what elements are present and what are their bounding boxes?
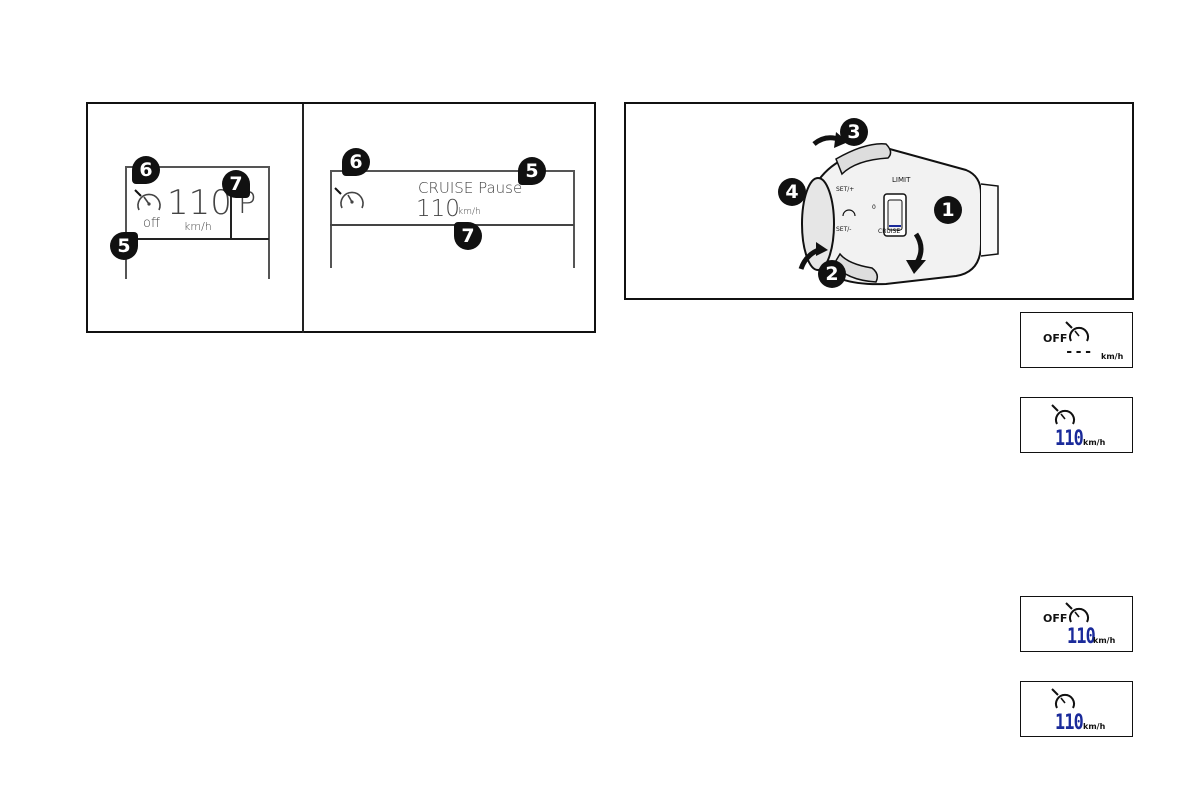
callout-7: 7 [222, 170, 250, 198]
cruise-status-text: CRUISE Pause [418, 179, 523, 197]
mini-display-off-speed: OFF 110 km/h [1020, 596, 1133, 652]
stalk-label-limit: LIMIT [892, 176, 911, 184]
off-label: OFF [1043, 332, 1068, 345]
display-a-gear-divider [230, 196, 232, 238]
display-a-unit: km/h [184, 220, 212, 233]
mini-display-active: 110 km/h [1020, 397, 1133, 453]
display-b-top-line [330, 170, 574, 172]
display-a-top-line [125, 166, 269, 168]
callout-5: 5 [518, 157, 546, 185]
display-b-separator [330, 224, 574, 226]
callout-2: 2 [818, 260, 846, 288]
mini-display-off-dashes: OFF --- km/h [1020, 312, 1133, 368]
speed-value: 110 [1055, 710, 1084, 734]
speedometer-icon [134, 189, 161, 211]
display-b-right-line [573, 170, 575, 268]
dashboard-displays-figure: 110 P off km/h 6 7 5 CRUISE Pause 110 km… [86, 102, 596, 333]
display-b-speed: 110 [416, 196, 460, 222]
display-a-right-line [268, 166, 270, 279]
callout-6: 6 [342, 148, 370, 176]
speedometer-icon [334, 187, 364, 209]
unit-label: km/h [1083, 438, 1106, 447]
speedometer-icon [1051, 688, 1075, 709]
callout-3: 3 [840, 118, 868, 146]
callout-6: 6 [132, 156, 160, 184]
unit-label: km/h [1083, 722, 1106, 731]
speedometer-icon [1051, 404, 1075, 425]
display-a-status: off [143, 216, 160, 231]
cruise-control-stalk-figure: LIMIT SET/+ SET/- 0 CRUISE 1 2 3 4 [624, 102, 1134, 300]
panel-divider [302, 104, 304, 333]
stalk-label-cruise: CRUISE [878, 228, 901, 235]
callout-4: 4 [778, 178, 806, 206]
callout-5: 5 [110, 232, 138, 260]
speedometer-icon [1065, 321, 1089, 342]
unit-label: km/h [1101, 352, 1124, 361]
speedometer-icon [1065, 602, 1089, 623]
callout-1: 1 [934, 196, 962, 224]
speed-value: 110 [1067, 624, 1096, 648]
stalk-label-set-plus: SET/+ [836, 186, 855, 193]
off-label: OFF [1043, 612, 1068, 625]
speed-dashes: --- [1065, 344, 1094, 360]
display-b-left-line [330, 170, 332, 268]
stalk-illustration [798, 132, 999, 286]
mini-display-active-2: 110 km/h [1020, 681, 1133, 737]
stalk-label-zero: 0 [872, 204, 876, 211]
display-a-left-line [125, 166, 127, 279]
unit-label: km/h [1093, 636, 1116, 645]
callout-7: 7 [454, 222, 482, 250]
speed-value: 110 [1055, 426, 1084, 450]
stalk-label-set-minus: SET/- [836, 226, 852, 233]
display-a-speed: 110 [167, 183, 232, 223]
display-a-separator [125, 238, 269, 240]
display-b-unit: km/h [458, 207, 481, 217]
